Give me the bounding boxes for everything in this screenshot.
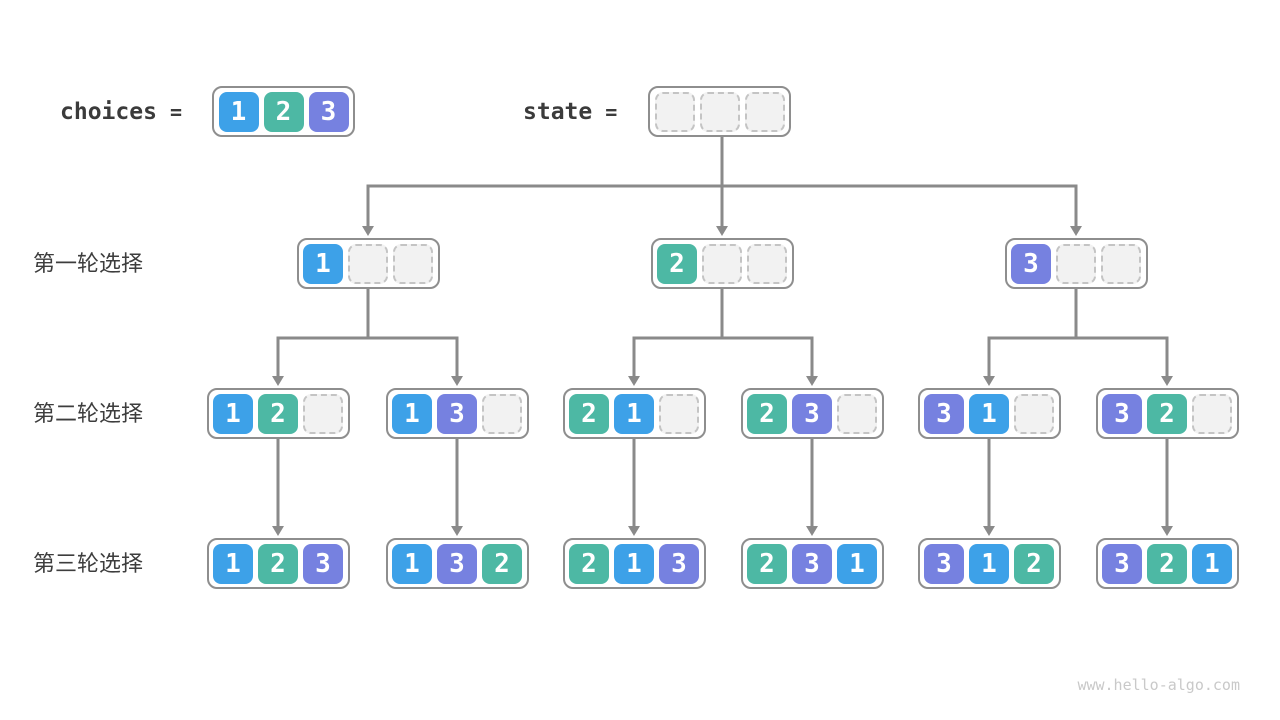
value-cell: 2 [747,393,787,434]
arrowhead-down [628,526,640,536]
choices-label: choices [60,99,157,125]
empty-slot [747,243,787,284]
arrowhead-down [451,526,463,536]
value-cell: 2 [1014,543,1054,584]
value-cell: 2 [1147,543,1187,584]
value-cell: 3 [437,393,477,434]
empty-slot [303,393,343,434]
value-cell: 2 [657,243,697,284]
equals-sign: = [605,100,618,124]
value-cell: 1 [969,543,1009,584]
value-cell: 3 [308,91,349,132]
state-node-round1-1: 1 [296,238,440,289]
empty-slot [744,91,785,132]
empty-slot [659,393,699,434]
value-cell: 1 [213,393,253,434]
value-cell: 2 [258,543,298,584]
value-cell: 3 [1102,543,1142,584]
empty-slot [702,243,742,284]
arrowhead-down [1161,376,1173,386]
value-cell: 2 [258,393,298,434]
arrowhead-down [451,376,463,386]
value-cell: 3 [303,543,343,584]
value-cell: 1 [837,543,877,584]
empty-slot [1014,393,1054,434]
value-cell: 2 [1147,393,1187,434]
value-cell: 2 [747,543,787,584]
arrowhead-down [272,526,284,536]
value-cell: 3 [792,393,832,434]
row-label-round-1: 第一轮选择 [33,251,144,276]
value-cell: 3 [659,543,699,584]
arrowhead-down [983,376,995,386]
arrowhead-down [628,376,640,386]
value-cell: 1 [969,393,1009,434]
value-cell: 1 [614,543,654,584]
value-cell: 2 [263,91,304,132]
choices-label-group: choices = [60,98,182,126]
arrowhead-down [716,226,728,236]
empty-slot [1192,393,1232,434]
value-cell: 1 [392,543,432,584]
value-cell: 2 [569,543,609,584]
value-cell: 3 [924,543,964,584]
arrowhead-down [1161,526,1173,536]
equals-sign: = [169,100,182,124]
empty-slot [393,243,433,284]
value-cell: 1 [213,543,253,584]
value-cell: 1 [392,393,432,434]
state-node-round1-2: 2 [650,238,794,289]
empty-slot [482,393,522,434]
state-array [648,86,791,137]
empty-slot [699,91,740,132]
row-label-round-3: 第三轮选择 [33,551,144,576]
value-cell: 1 [614,393,654,434]
value-cell: 3 [1011,243,1051,284]
state-node-round1-3: 3 [1004,238,1148,289]
arrowhead-down [983,526,995,536]
arrowhead-down [1070,226,1082,236]
empty-slot [654,91,695,132]
empty-slot [1056,243,1096,284]
arrowhead-down [806,376,818,386]
value-cell: 1 [303,243,343,284]
value-cell: 3 [924,393,964,434]
row-label-round-2: 第二轮选择 [33,401,144,426]
value-cell: 2 [569,393,609,434]
empty-slot [837,393,877,434]
empty-slot [348,243,388,284]
arrowhead-down [272,376,284,386]
value-cell: 3 [437,543,477,584]
value-cell: 3 [792,543,832,584]
state-label-group: state = [523,98,617,126]
watermark: www.hello-algo.com [1077,676,1240,694]
arrowhead-down [362,226,374,236]
value-cell: 1 [1192,543,1232,584]
arrowhead-down [806,526,818,536]
value-cell: 1 [218,91,259,132]
value-cell: 3 [1102,393,1142,434]
state-label: state [523,99,593,125]
empty-slot [1101,243,1141,284]
value-cell: 2 [482,543,522,584]
